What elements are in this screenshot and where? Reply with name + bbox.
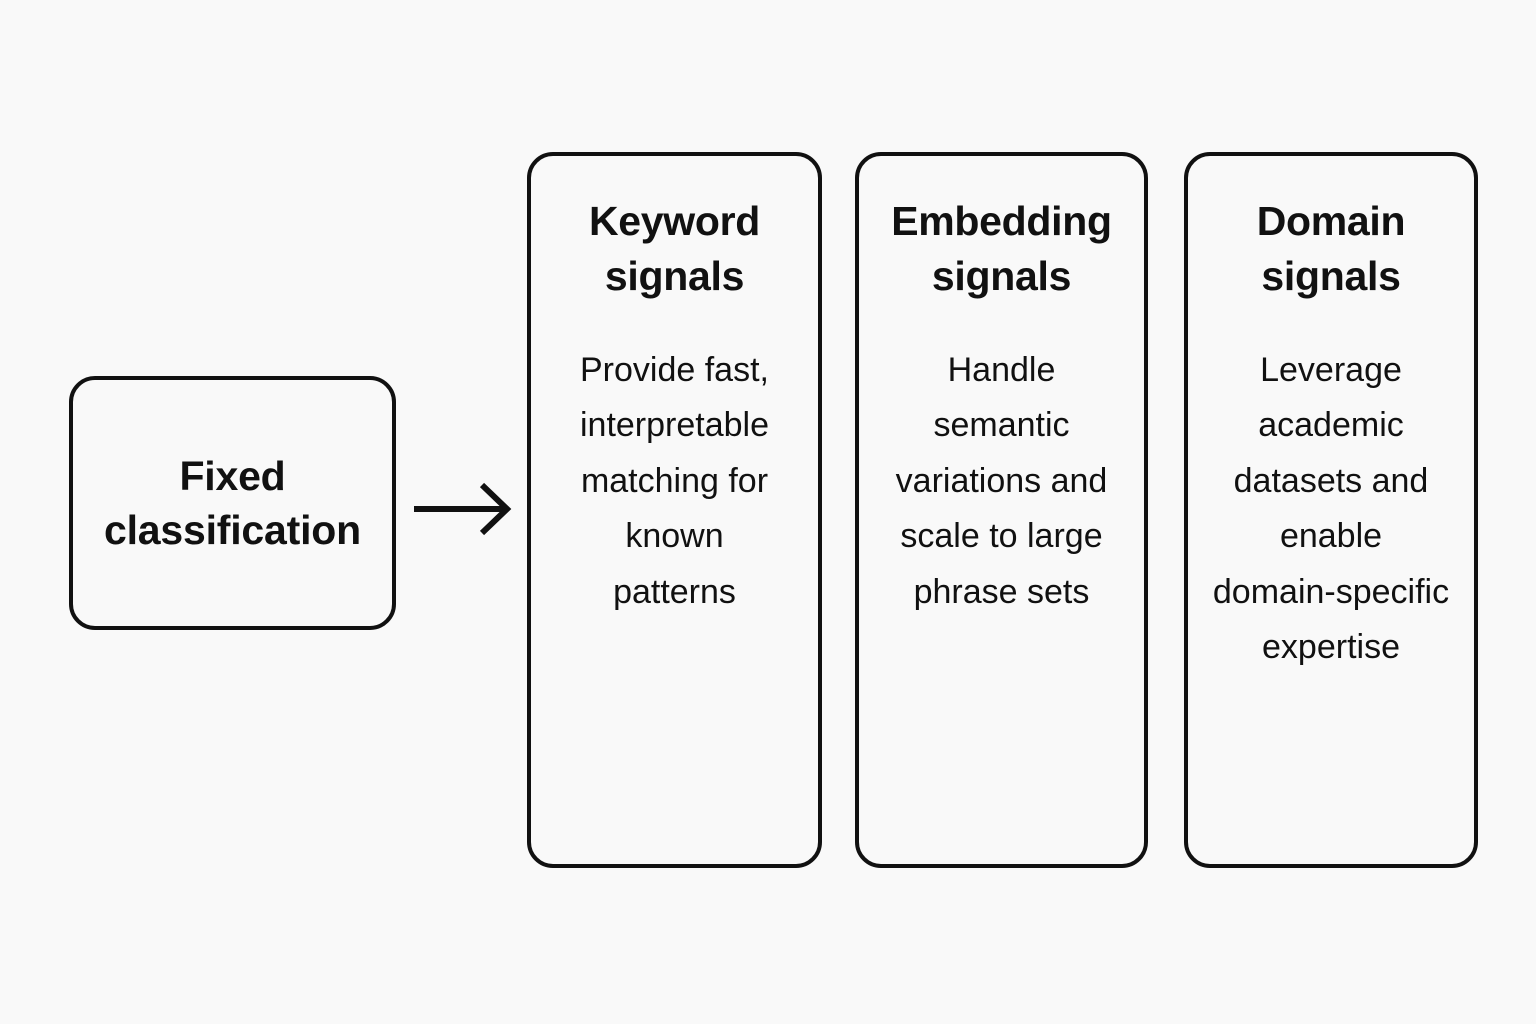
arrow-right-icon	[414, 482, 512, 536]
card-domain-signals-body: Leverage academic datasets and enable do…	[1212, 351, 1450, 667]
node-fixed-classification-label: Fixed classification	[104, 452, 361, 553]
node-fixed-classification[interactable]: Fixed classification	[69, 376, 396, 630]
card-embedding-signals-body: Handle semantic variations and scale to …	[895, 351, 1108, 611]
card-embedding-signals[interactable]: Embedding signals Handle semantic variat…	[855, 152, 1148, 868]
card-keyword-signals-title: Keyword signals	[588, 198, 761, 299]
card-embedding-signals-title: Embedding signals	[891, 198, 1112, 299]
card-domain-signals-title: Domain signals	[1256, 198, 1406, 299]
card-keyword-signals-body: Provide fast, interpretable matching for…	[579, 351, 769, 611]
card-domain-signals[interactable]: Domain signals Leverage academic dataset…	[1184, 152, 1478, 868]
card-keyword-signals[interactable]: Keyword signals Provide fast, interpreta…	[527, 152, 822, 868]
